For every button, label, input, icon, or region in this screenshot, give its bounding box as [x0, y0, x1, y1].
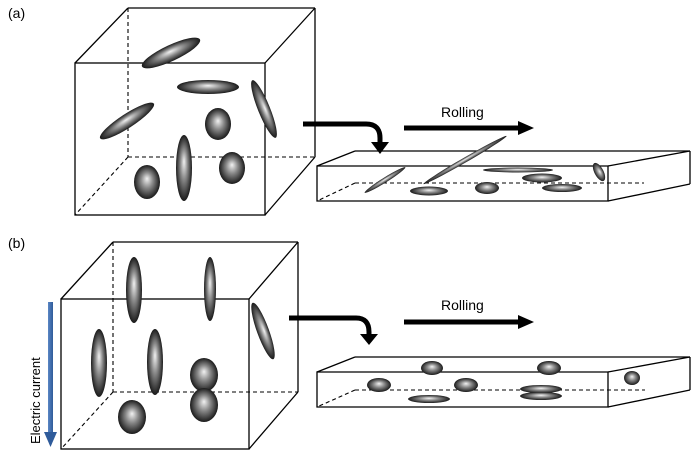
electric-current-arrow: Electric current [28, 302, 57, 447]
particle [126, 257, 142, 323]
particle [624, 371, 640, 385]
particle [364, 167, 406, 193]
particle [410, 186, 448, 196]
panel-b-label: (b) [8, 235, 25, 251]
particles-cube-a [99, 37, 277, 201]
particle [251, 302, 275, 360]
particle [423, 135, 507, 185]
particle [520, 385, 562, 393]
process-arrow-b [289, 315, 378, 345]
particle [520, 392, 562, 400]
particle [537, 361, 561, 375]
particle [421, 361, 443, 375]
particles-slab-a [364, 135, 606, 196]
rolling-arrow-a: Rolling [404, 104, 534, 135]
particle [205, 108, 231, 140]
panel-a: (a) [8, 5, 691, 216]
particle [454, 378, 478, 392]
particle [147, 329, 163, 395]
particle [118, 400, 146, 434]
cube-b [60, 241, 299, 450]
particles-cube-b [91, 257, 275, 434]
particle [542, 184, 582, 192]
particle [141, 37, 201, 69]
slab-a [316, 150, 691, 202]
particle [408, 395, 450, 403]
particle [522, 173, 562, 183]
particle [176, 135, 192, 201]
particle [219, 152, 245, 184]
rolling-label-a: Rolling [441, 104, 484, 120]
cube-a [74, 7, 316, 216]
particle [204, 257, 216, 321]
electric-current-label: Electric current [28, 357, 43, 444]
particle [190, 358, 218, 392]
particle [91, 329, 107, 397]
particle [475, 182, 499, 194]
particle [99, 102, 155, 140]
particle [367, 378, 391, 392]
panel-b: (b) Electric current [8, 235, 691, 450]
particle [177, 80, 239, 94]
rolling-arrow-b: Rolling [404, 297, 534, 329]
particles-slab-b [367, 361, 640, 403]
particle [190, 388, 218, 422]
slab-b [316, 356, 691, 408]
panel-a-label: (a) [8, 5, 25, 21]
particle [592, 162, 606, 182]
particle [251, 80, 277, 138]
particle [134, 165, 160, 199]
rolling-label-b: Rolling [441, 297, 484, 313]
process-arrow-a [303, 121, 389, 154]
particle [483, 167, 553, 173]
